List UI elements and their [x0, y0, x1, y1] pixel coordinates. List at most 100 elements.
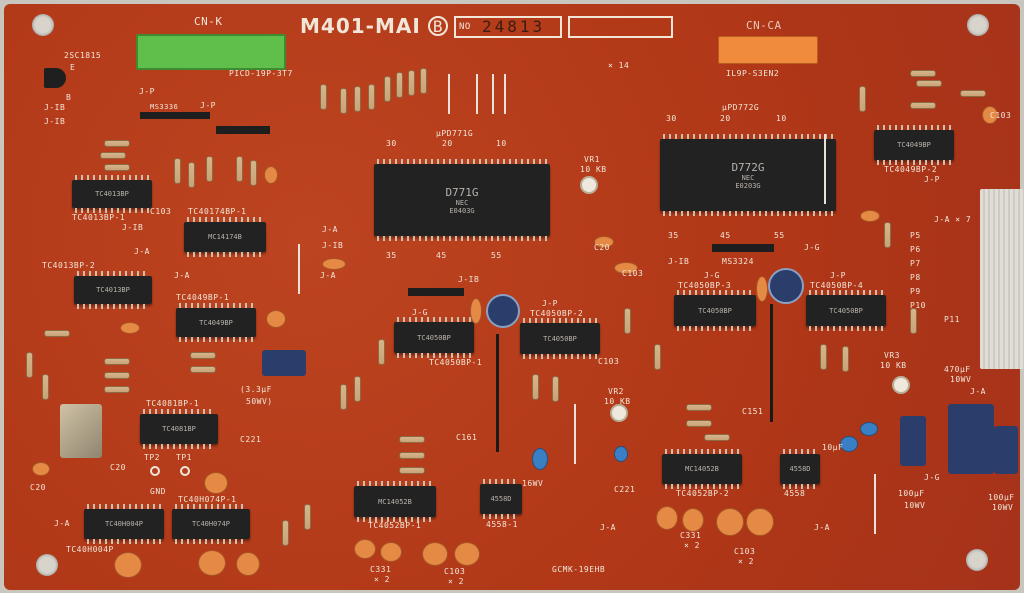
jumper-label: J-A	[320, 271, 336, 280]
pcb-board: M401-MAI B NO 24813 CN-K PICD-19P-3T7 CN…	[4, 4, 1024, 590]
port-label: P6	[910, 245, 921, 254]
resistor	[190, 366, 216, 373]
ic-marking: MC14174B	[208, 233, 242, 241]
ic: 4558D	[480, 479, 522, 519]
cap-count: × 2	[684, 541, 700, 550]
test-point-tp2[interactable]	[150, 466, 160, 476]
ic-sip	[140, 112, 210, 119]
ceramic-capacitor	[322, 258, 346, 270]
pin-number: 20	[442, 139, 453, 148]
jumper-wire	[874, 474, 876, 534]
resistor	[26, 352, 33, 378]
resistor	[910, 102, 936, 109]
ic-label: MS3336	[150, 103, 179, 111]
jumper-wire	[448, 74, 450, 114]
ic-label: μPD772G	[722, 103, 760, 112]
ic-label: TC4049BP-2	[884, 165, 938, 174]
pin-number: 20	[720, 114, 731, 123]
ceramic-capacitor	[716, 508, 744, 536]
jumper-count-label: × 14	[608, 61, 630, 70]
ceramic-capacitor	[236, 552, 260, 576]
resistor	[354, 86, 361, 112]
resistor	[910, 70, 936, 77]
port-label: P8	[910, 273, 921, 282]
ceramic-capacitor	[470, 298, 482, 324]
ic-upd771g: D771G NEC E0403G	[374, 159, 550, 241]
electrolytic-capacitor	[262, 350, 306, 376]
resistor	[960, 90, 986, 97]
port-label: P5	[910, 231, 921, 240]
ic-marking: 4558D	[490, 495, 512, 503]
resistor	[820, 344, 827, 370]
resistor	[340, 88, 347, 114]
resistor	[174, 158, 181, 184]
resistor	[420, 68, 427, 94]
resistor	[396, 72, 403, 98]
revision-mark: B	[428, 16, 448, 36]
connector-cn-k[interactable]	[136, 34, 286, 70]
jumper-wire	[504, 74, 506, 114]
resistor	[206, 156, 213, 182]
cap-label: C103	[444, 567, 466, 576]
resistor	[704, 434, 730, 441]
ribbon-cable[interactable]	[980, 189, 1024, 369]
jumper-label: J-A	[600, 523, 616, 532]
ceramic-capacitor	[756, 276, 768, 302]
ic-marking: TC4013BP	[96, 286, 130, 294]
electrolytic-capacitor	[900, 416, 926, 466]
jumper-label: J-P	[924, 175, 940, 184]
resistor	[354, 376, 361, 402]
ic-label: TC4081BP-1	[146, 399, 200, 408]
ic-marking: D772G	[731, 160, 765, 174]
ic-sip	[712, 244, 774, 252]
resistor	[399, 467, 425, 474]
connector-cn-ca[interactable]	[718, 36, 818, 64]
trimmer-vr3[interactable]	[892, 376, 910, 394]
ceramic-capacitor	[982, 106, 998, 124]
ic-label: TC4013BP-2	[42, 261, 96, 270]
resistor	[250, 160, 257, 186]
resistor	[188, 162, 195, 188]
resistor	[859, 86, 866, 112]
port-label: P11	[944, 315, 960, 324]
jumper-label: J-A	[134, 247, 150, 256]
ceramic-capacitor	[532, 448, 548, 470]
ic: 4558D	[780, 449, 820, 489]
ceramic-capacitor	[840, 436, 858, 452]
ic: TC4013BP	[72, 175, 152, 213]
board-model: M401-MAI	[300, 14, 421, 38]
emitter-label: E	[70, 63, 76, 72]
ic-marking: TC40H074P	[192, 520, 230, 528]
test-point-tp1[interactable]	[180, 466, 190, 476]
ceramic-capacitor	[614, 446, 628, 462]
ic: MC14052B	[354, 481, 436, 522]
electrolytic-capacitor	[948, 404, 994, 474]
cap-count: × 2	[448, 577, 464, 586]
cap-label: C161	[456, 433, 478, 442]
jumper-label: J-G	[412, 308, 428, 317]
cap-label: C103	[734, 547, 756, 556]
port-label: P7	[910, 259, 921, 268]
cap-value: 10μF	[822, 443, 844, 452]
jumper-label: J-IB	[122, 223, 144, 232]
trimmer-vr2[interactable]	[610, 404, 628, 422]
jumper-wire	[476, 74, 478, 114]
ic-marking: MC14052B	[378, 497, 412, 506]
blank-box	[568, 16, 673, 38]
pin-number: 55	[774, 231, 785, 240]
ic-code: E0203G	[735, 181, 761, 190]
resistor	[378, 339, 385, 365]
vr-label: VR3	[884, 351, 900, 360]
resistor	[552, 376, 559, 402]
ic-label: TC4050BP-4	[810, 281, 864, 290]
cap-count: × 2	[374, 575, 390, 584]
jumper-label: J-G	[924, 473, 940, 482]
pin-number: 55	[491, 251, 502, 260]
resistor	[399, 452, 425, 459]
ceramic-capacitor	[264, 166, 278, 184]
trimmer-vr1[interactable]	[580, 176, 598, 194]
ic: TC4049BP	[874, 125, 954, 165]
electrolytic-capacitor	[486, 294, 520, 328]
connector-ref: CN-K	[194, 15, 223, 28]
vr-value: 10 KB	[604, 397, 631, 406]
